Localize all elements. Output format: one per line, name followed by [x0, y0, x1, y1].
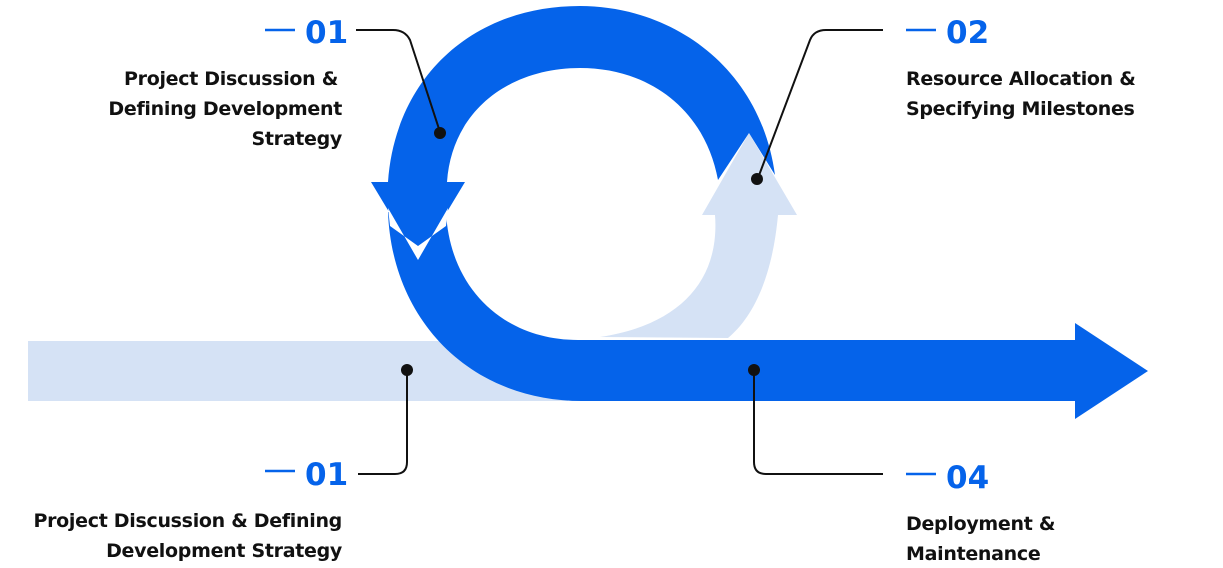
connector-01-top [356, 29, 441, 133]
step-dashes [265, 28, 936, 476]
left-arrow-notch [388, 208, 448, 260]
connector-01-bottom [358, 370, 408, 475]
step-label-line: Resource Allocation & [906, 68, 1135, 90]
blue-bottom-arrow [388, 212, 1148, 419]
step-label-line: Specifying Milestones [906, 98, 1135, 120]
step-label-line: Development Strategy [106, 540, 343, 562]
step-label-line: Defining Development [108, 98, 342, 120]
dot-02 [751, 173, 763, 185]
dot-04 [748, 364, 760, 376]
step-label-01-bottom: Project Discussion & Defining Developmen… [33, 510, 343, 562]
connector-02 [757, 29, 883, 179]
step-label-02: Resource Allocation & Specifying Milesto… [906, 68, 1136, 120]
light-upward-arrow [600, 133, 797, 338]
step-number-01-bottom: 01 [305, 457, 348, 493]
dot-01-top [434, 127, 446, 139]
connector-04 [753, 370, 883, 475]
step-number-02: 02 [946, 15, 989, 51]
step-label-line: Strategy [251, 128, 342, 150]
step-label-line: Project Discussion & Defining [33, 510, 342, 532]
step-label-line: Project Discussion & [124, 68, 338, 90]
step-label-04: Deployment & Maintenance [906, 513, 1055, 565]
step-label-01-top: Project Discussion & Defining Developmen… [108, 68, 343, 150]
step-label-line: Deployment & [906, 513, 1055, 535]
step-label-line: Maintenance [906, 543, 1040, 565]
dot-01-bottom [401, 364, 413, 376]
blue-loop-arrow [371, 6, 775, 260]
step-number-01-top: 01 [305, 15, 348, 51]
step-number-04: 04 [946, 460, 989, 496]
connectors [356, 29, 883, 475]
